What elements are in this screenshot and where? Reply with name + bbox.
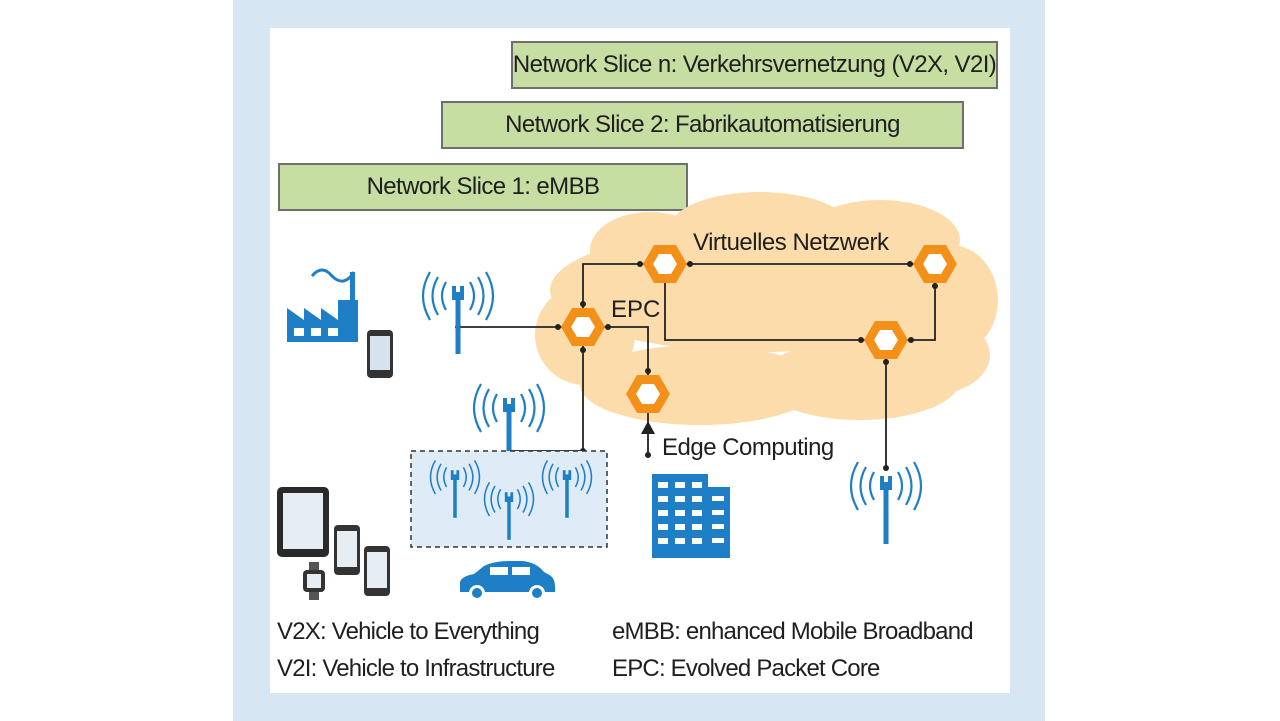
legend-v2i: V2I: Vehicle to Infrastructure [277,655,555,682]
edge-computing-label: Edge Computing [662,434,834,461]
edge-arrow-icon [641,421,655,434]
link-junctions [455,261,938,471]
office-building-icon [652,474,730,558]
smartwatch-icon [303,562,325,600]
network-slice-2: Network Slice 2: Fabrikautomatisierung [441,101,964,149]
smartphone-icon [367,330,393,378]
cell-tower-icon [851,462,921,544]
smartphone-icon [334,525,360,575]
legend-epc: EPC: Evolved Packet Core [612,655,880,682]
factory-icon [287,268,358,342]
legend-embb: eMBB: enhanced Mobile Broadband [612,618,974,645]
cloud-label: Virtuelles Netzwerk [693,229,890,256]
small-cell-area [410,450,608,548]
car-icon [460,561,556,601]
legend-v2x: V2X: Vehicle to Everything [277,618,540,645]
smartphone-icon [364,546,390,596]
epc-label: EPC [611,296,660,323]
network-slice-n: Network Slice n: Verkehrsvernetzung (V2X… [511,41,998,89]
tablet-icon [277,487,329,557]
network-slice-1: Network Slice 1: eMBB [278,163,688,211]
cell-tower-icon [423,272,493,354]
virtual-network-cloud [535,192,998,425]
